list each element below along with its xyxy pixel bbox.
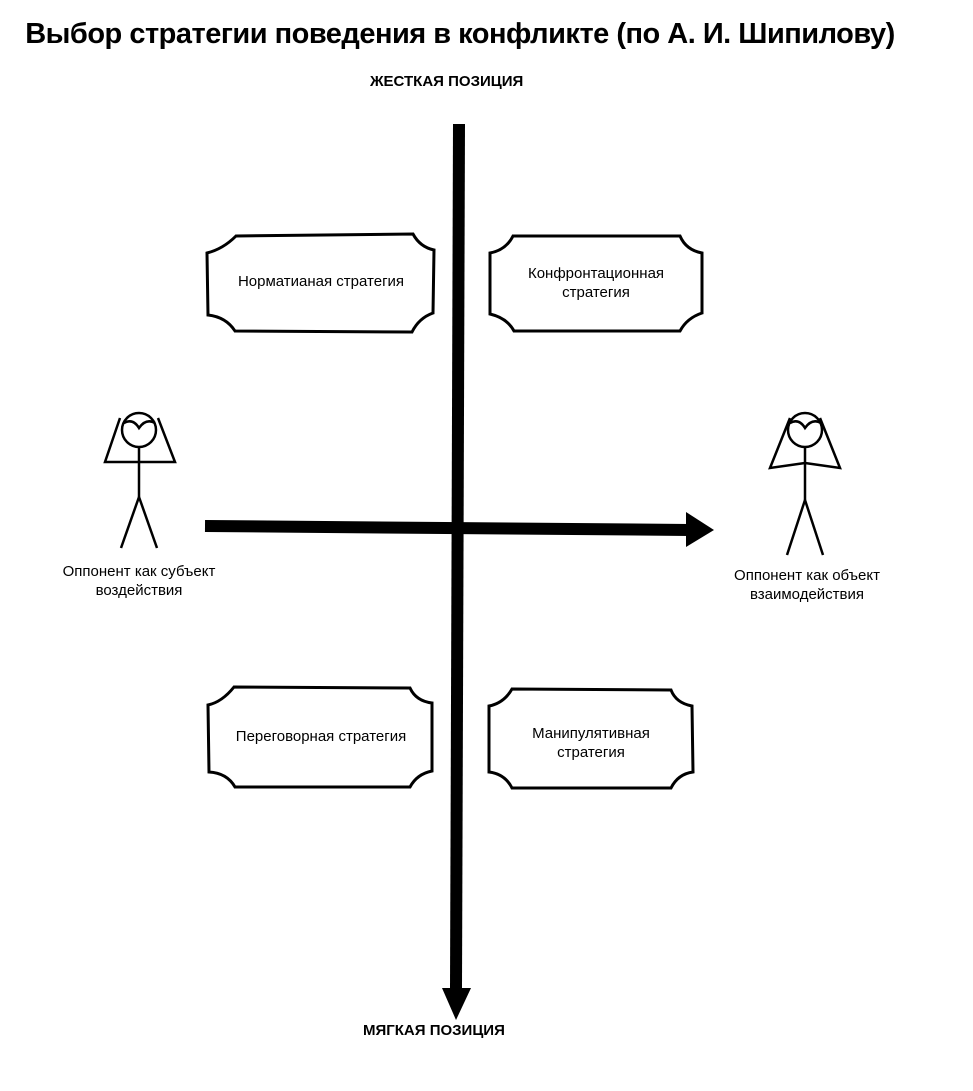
stick-figure-left — [103, 411, 177, 549]
axis-label-top: ЖЕСТКАЯ ПОЗИЦИЯ — [370, 73, 524, 90]
box-normative-strategy — [205, 232, 436, 334]
box-label-negotiation: Переговорная стратегия — [235, 728, 407, 745]
box-label-manipulative: Манипулятивная стратегия — [532, 725, 650, 761]
box-negotiation-strategy — [206, 685, 434, 789]
box-confrontational-strategy — [488, 234, 704, 333]
vertical-axis — [442, 123, 471, 1020]
opponent-label-left: Оппонент как субъект воздействия — [62, 563, 216, 599]
box-manipulative-strategy — [487, 687, 695, 790]
axis-label-bottom: МЯГКАЯ ПОЗИЦИЯ — [363, 1022, 505, 1039]
diagram-title: Выбор стратегии поведения в конфликте (п… — [25, 18, 895, 50]
horizontal-axis — [204, 512, 714, 547]
opponent-label-right: Оппонент как объект взаимодействия — [734, 567, 880, 603]
box-label-normative: Норматианая стратегия — [237, 273, 405, 290]
stick-figure-right — [768, 411, 842, 556]
box-label-confrontational: Конфронтационная стратегия — [527, 265, 665, 301]
